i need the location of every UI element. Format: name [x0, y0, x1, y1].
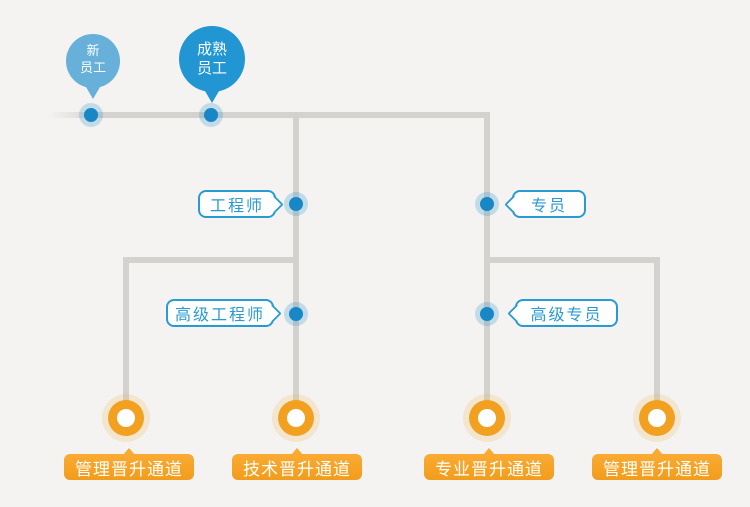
channel-ring-icon — [108, 400, 144, 436]
dot-new-employee — [84, 108, 98, 122]
connector-right-branch — [484, 257, 660, 263]
connector-top-horizontal — [48, 112, 490, 118]
node-new-employee: 新 员工 — [66, 34, 120, 99]
dot-senior-specialist — [480, 307, 494, 321]
dot-engineer — [289, 197, 303, 211]
channel-label-professional: 专业晋升通道 — [424, 448, 554, 480]
channel-label-management-left: 管理晋升通道 — [64, 448, 194, 480]
channel-ring-icon — [278, 400, 314, 436]
level-label: 高级专员 — [530, 305, 603, 324]
channel-text: 技术晋升通道 — [243, 459, 351, 480]
node-mature-employee: 成熟 员工 — [179, 26, 245, 103]
level-bubble-engineer: 工程师 — [198, 190, 284, 218]
node-label-line: 员工 — [196, 59, 227, 77]
level-label: 高级工程师 — [174, 305, 265, 324]
balloon-tail-icon — [86, 87, 100, 99]
level-label: 工程师 — [209, 196, 264, 215]
pointer-up-icon — [123, 448, 135, 455]
channel-text: 管理晋升通道 — [75, 459, 183, 480]
level-bubble-specialist: 专员 — [504, 190, 586, 218]
connector-left-management-vertical — [123, 257, 129, 402]
channel-text: 专业晋升通道 — [435, 459, 543, 480]
level-bubble-senior-specialist: 高级专员 — [507, 299, 618, 327]
channel-text: 管理晋升通道 — [603, 459, 711, 480]
dot-specialist — [480, 197, 494, 211]
connector-right-management-vertical — [654, 257, 660, 402]
dot-senior-engineer — [289, 307, 303, 321]
dot-mature-employee — [204, 108, 218, 122]
callout-arrow-right-icon — [263, 304, 282, 323]
pointer-up-icon — [483, 448, 495, 455]
balloon-tail-icon — [205, 91, 219, 103]
channel-label-technical: 技术晋升通道 — [232, 448, 362, 480]
callout-arrow-left-icon — [507, 304, 526, 323]
callout-arrow-left-icon — [504, 195, 523, 214]
channel-label-management-right: 管理晋升通道 — [592, 448, 722, 480]
pointer-up-icon — [651, 448, 663, 455]
pointer-up-icon — [291, 448, 303, 455]
callout-arrow-right-icon — [265, 195, 284, 214]
channel-ring-icon — [469, 400, 505, 436]
connector-left-branch — [123, 257, 299, 263]
level-bubble-senior-engineer: 高级工程师 — [166, 299, 282, 327]
node-label-line: 员工 — [79, 61, 106, 76]
channel-ring-icon — [639, 400, 675, 436]
node-label-line: 新 — [86, 44, 100, 60]
node-label-line: 成熟 — [196, 39, 227, 58]
level-label: 专员 — [530, 196, 567, 215]
